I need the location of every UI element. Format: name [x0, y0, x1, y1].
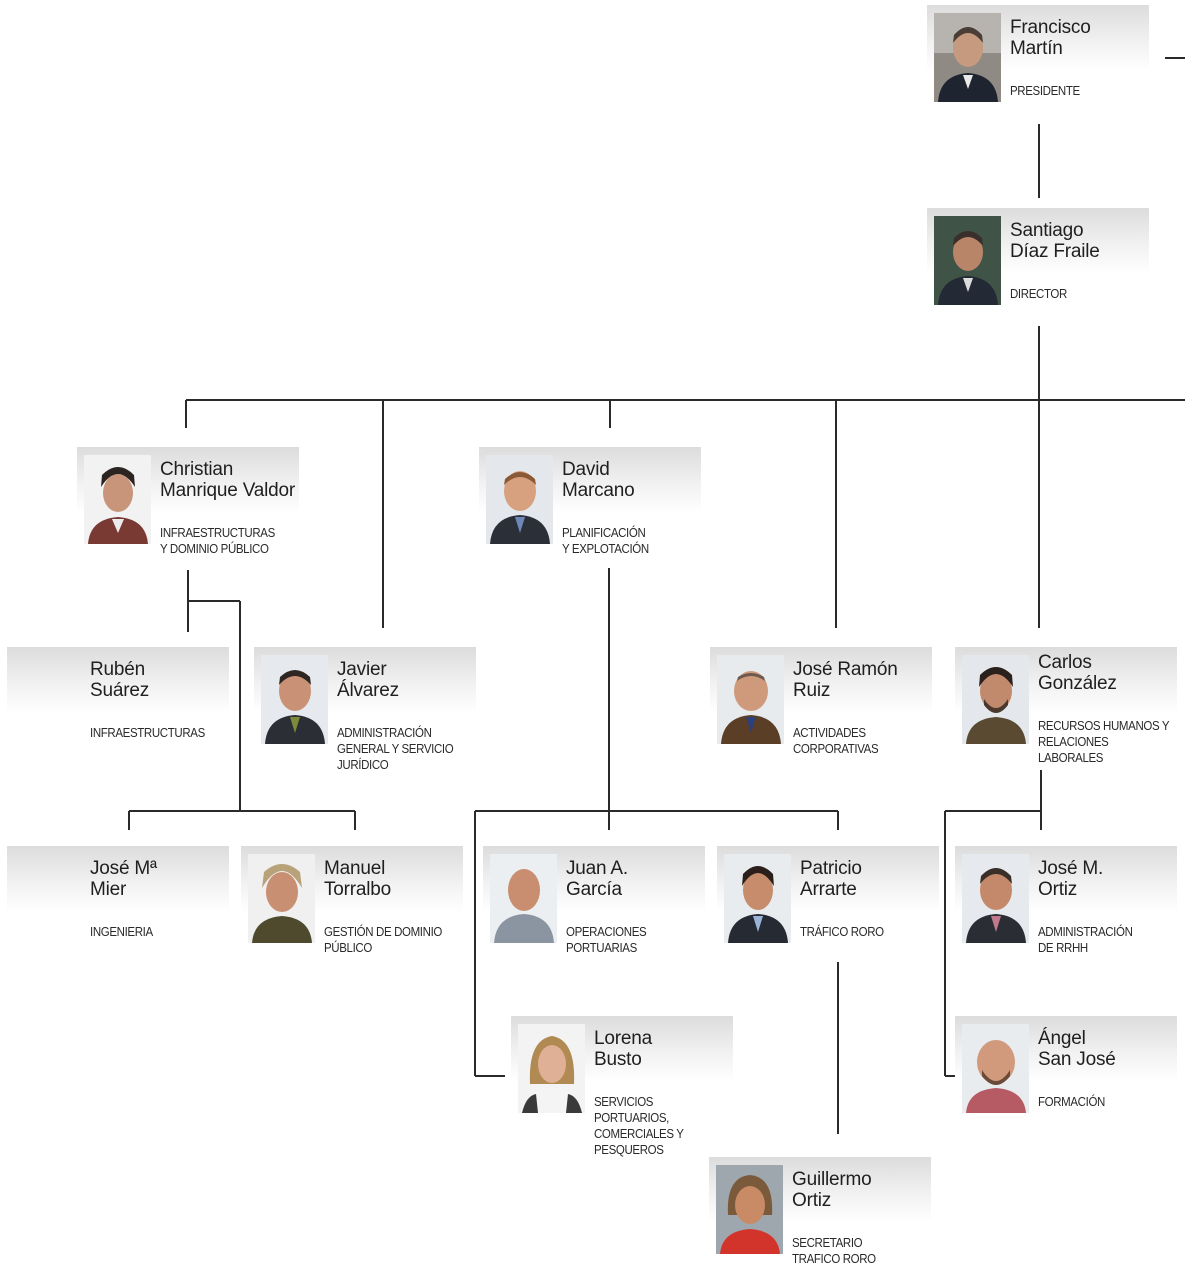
person-name: Patricio Arrarte: [800, 858, 862, 900]
card-ruben: Rubén Suárez INFRAESTRUCTURAS: [7, 647, 229, 777]
portrait-photo: [934, 13, 1001, 102]
person-name: Manuel Torralbo: [324, 858, 392, 900]
person-role: DIRECTOR: [1010, 287, 1067, 301]
portrait-photo: [486, 455, 553, 544]
portrait-photo: [962, 1024, 1029, 1113]
person-name: Christian Manrique Valdor: [160, 459, 296, 501]
person-name: José Ramón Ruiz: [793, 659, 898, 701]
card-javier: Javier Álvarez ADMINISTRACIÓN GENERAL Y …: [254, 647, 476, 777]
card-david: David Marcano PLANIFICACIÓN Y EXPLOTACIÓ…: [479, 447, 701, 577]
person-name: Rubén Suárez: [90, 659, 150, 701]
card-guillermo: Guillermo Ortiz SECRETARIO TRAFICO RORO: [709, 1157, 931, 1287]
portrait-photo: [518, 1024, 585, 1113]
person-role: ADMINISTRACIÓN DE RRHH: [1038, 925, 1133, 955]
portrait-photo: [84, 455, 151, 544]
card-lorena: Lorena Busto SERVICIOS PORTUARIOS, COMER…: [511, 1016, 733, 1157]
person-role: TRÁFICO RORO: [800, 925, 884, 939]
person-name: José M. Ortiz: [1038, 858, 1104, 900]
person-role: ACTIVIDADES CORPORATIVAS: [793, 726, 879, 756]
person-name: Juan A. García: [566, 858, 628, 900]
person-role: INFRAESTRUCTURAS: [90, 726, 205, 740]
card-manuel: Manuel Torralbo GESTIÓN DE DOMINIO PÚBLI…: [241, 846, 463, 976]
person-name: Javier Álvarez: [337, 659, 399, 701]
portrait-photo: [248, 854, 315, 943]
card-carlos: Carlos González RECURSOS HUMANOS Y RELAC…: [955, 647, 1177, 777]
person-role: FORMACIÓN: [1038, 1095, 1105, 1109]
portrait-photo: [934, 216, 1001, 305]
person-role: PRESIDENTE: [1010, 84, 1080, 98]
card-juan: Juan A. García OPERACIONES PORTUARIAS: [483, 846, 705, 976]
person-name: Santiago Díaz Fraile: [1010, 220, 1100, 262]
portrait-photo: [490, 854, 557, 943]
person-role: SERVICIOS PORTUARIOS, COMERCIALES Y PESQ…: [594, 1095, 684, 1157]
person-name: Guillermo Ortiz: [792, 1169, 872, 1211]
person-role: ADMINISTRACIÓN GENERAL Y SERVICIO JURÍDI…: [337, 726, 454, 772]
person-role: OPERACIONES PORTUARIAS: [566, 925, 647, 955]
card-jose-ortiz: José M. Ortiz ADMINISTRACIÓN DE RRHH: [955, 846, 1177, 976]
person-role: INGENIERIA: [90, 925, 153, 939]
person-name: Francisco Martín: [1010, 17, 1091, 59]
person-role: SECRETARIO TRAFICO RORO: [792, 1236, 876, 1266]
person-name: David Marcano: [562, 459, 635, 501]
portrait-photo: [716, 1165, 783, 1254]
card-jose-ramon: José Ramón Ruiz ACTIVIDADES CORPORATIVAS: [710, 647, 932, 777]
person-name: Carlos González: [1038, 652, 1117, 694]
portrait-photo: [962, 854, 1029, 943]
portrait-photo: [261, 655, 328, 744]
card-santiago: Santiago Díaz Fraile DIRECTOR: [927, 208, 1149, 338]
person-name: José Mª Mier: [90, 858, 157, 900]
portrait-photo: [717, 655, 784, 744]
person-name: Lorena Busto: [594, 1028, 652, 1070]
card-christian: Christian Manrique Valdor INFRAESTRUCTUR…: [77, 447, 299, 577]
person-role: GESTIÓN DE DOMINIO PÚBLICO: [324, 925, 442, 955]
portrait-photo: [724, 854, 791, 943]
person-name: Ángel San José: [1038, 1028, 1116, 1070]
person-role: PLANIFICACIÓN Y EXPLOTACIÓN: [562, 526, 649, 556]
card-patricio: Patricio Arrarte TRÁFICO RORO: [717, 846, 939, 976]
card-angel: Ángel San José FORMACIÓN: [955, 1016, 1177, 1146]
portrait-photo: [962, 655, 1029, 744]
person-role: INFRAESTRUCTURAS Y DOMINIO PÚBLICO: [160, 526, 275, 556]
person-role: RECURSOS HUMANOS Y RELACIONES LABORALES: [1038, 719, 1170, 765]
card-jose-mier: José Mª Mier INGENIERIA: [7, 846, 229, 976]
card-francisco: Francisco Martín PRESIDENTE: [927, 5, 1149, 135]
